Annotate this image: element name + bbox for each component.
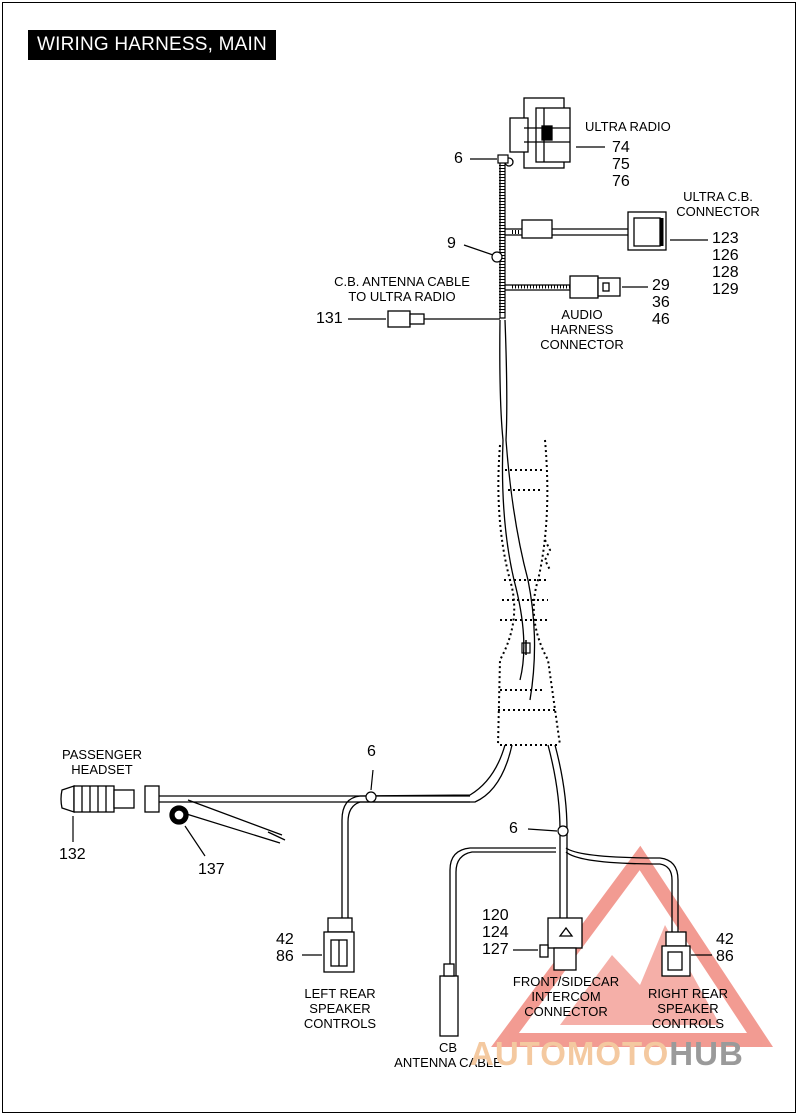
- clip-top-icon: [497, 154, 509, 164]
- label-ultra-radio: ULTRA RADIO: [585, 119, 671, 134]
- callout-right-rear-speaker: 42 86: [716, 931, 734, 965]
- callout-clip-lower: 6: [509, 820, 518, 837]
- callout-ultra-cb-connector: 123 126 128 129: [712, 230, 739, 298]
- label-ultra-cb-connector: ULTRA C.B. CONNECTOR: [676, 189, 760, 219]
- watermark-text: AUTOMOTOHUB: [470, 1035, 744, 1072]
- callout-left-rear-speaker: 42 86: [276, 931, 294, 965]
- ultra-radio-connector-icon: [504, 97, 571, 169]
- left-branch-harness: [155, 744, 513, 918]
- label-front-sidecar-intercom-connector: FRONT/SIDECAR INTERCOM CONNECTOR: [512, 974, 620, 1019]
- cb-antenna-cable-to-radio: [387, 310, 500, 328]
- cb-antenna-cable-icon: [439, 963, 459, 1037]
- callout-clip-middle: 6: [367, 743, 376, 760]
- label-cb-antenna-cable: CB ANTENNA CABLE: [394, 1040, 502, 1070]
- callout-ultra-radio: 74 75 76: [612, 139, 630, 190]
- clip-middle-icon: [365, 791, 377, 803]
- callout-audio-harness: 29 36 46: [652, 277, 670, 328]
- callout-passenger-headset: 132: [59, 846, 86, 863]
- callout-front-sidecar-intercom: 120 124 127: [482, 907, 509, 958]
- front-sidecar-intercom-connector-icon: [539, 917, 583, 971]
- page-title: WIRING HARNESS, MAIN: [28, 30, 276, 60]
- callout-passenger-headset-cable: 137: [198, 861, 225, 878]
- audio-harness-branch: [505, 275, 621, 299]
- label-passenger-headset: PASSENGER HEADSET: [62, 747, 142, 777]
- label-right-rear-speaker-controls: RIGHT REAR SPEAKER CONTROLS: [648, 986, 728, 1031]
- fairing-outline: [497, 439, 561, 746]
- right-rear-speaker-connector-icon: [661, 931, 691, 977]
- callout-tie-top: 9: [447, 235, 456, 252]
- ultra-cb-branch: [505, 211, 667, 251]
- clip-lower-icon: [557, 825, 569, 837]
- cable-tie-icon: [491, 251, 503, 263]
- label-cb-antenna-cable-to-radio: C.B. ANTENNA CABLE TO ULTRA RADIO: [334, 274, 470, 304]
- passenger-headset-connector-icon: [60, 785, 189, 825]
- callout-clip-top: 6: [454, 150, 463, 167]
- label-left-rear-speaker-controls: LEFT REAR SPEAKER CONTROLS: [303, 986, 377, 1031]
- label-audio-harness-connector: AUDIO HARNESS CONNECTOR: [540, 307, 624, 352]
- left-rear-speaker-connector-icon: [323, 917, 355, 973]
- callout-cb-antenna-cable-to-radio: 131: [316, 310, 343, 327]
